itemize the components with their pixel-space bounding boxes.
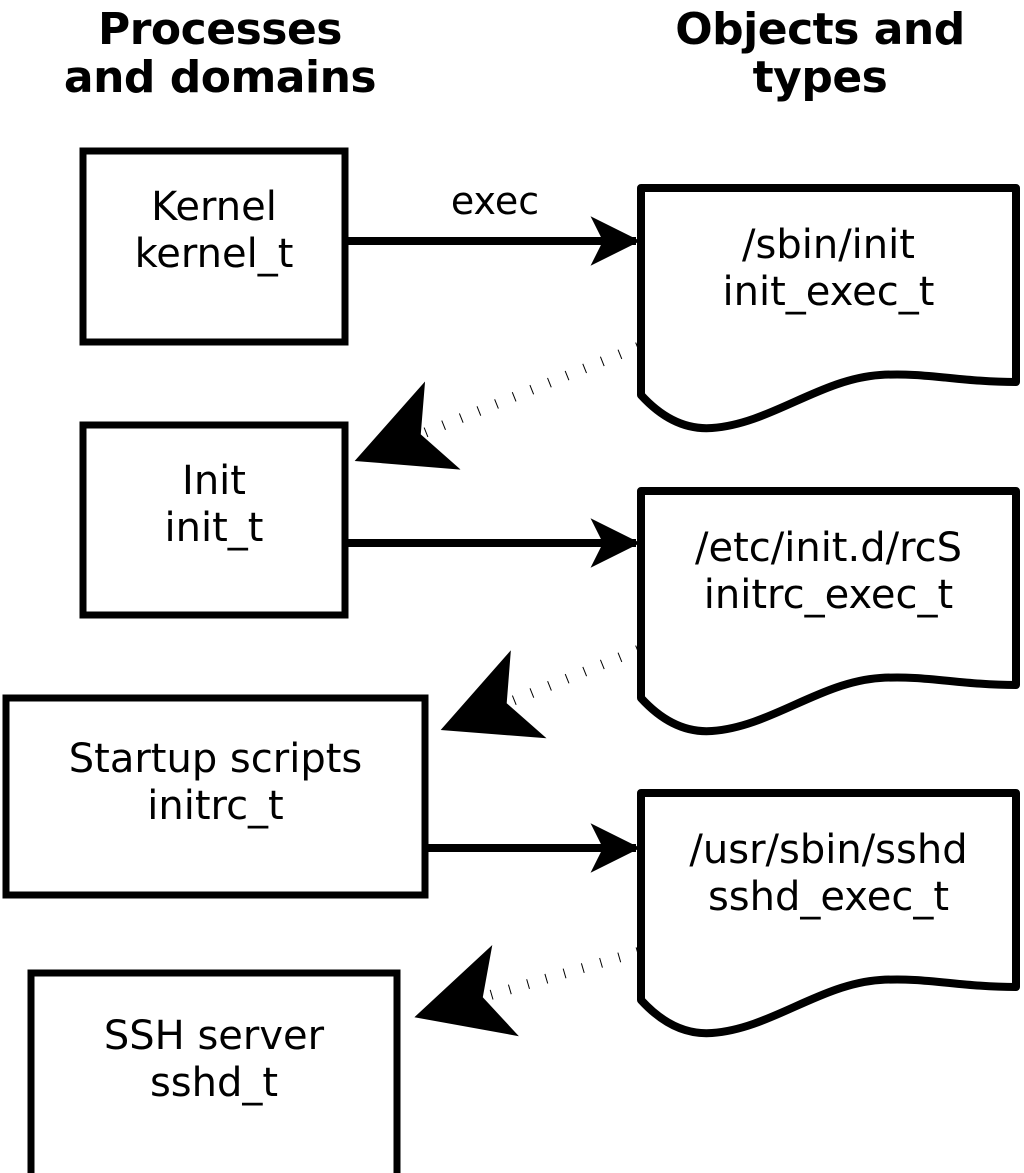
object-doc-initrc-exec[interactable]	[637, 487, 1020, 736]
column-header-objects: Objects and types	[675, 4, 965, 103]
column-header-processes: Processes and domains	[63, 4, 377, 103]
edge-sshd-exec-to-sshd[interactable]	[414, 945, 640, 1037]
process-box-init[interactable]	[79, 421, 349, 619]
object-doc-sshd-exec[interactable]	[637, 789, 1020, 1038]
edge-label-exec: exec	[450, 179, 540, 223]
edge-init-exec-to-init[interactable]	[354, 342, 640, 470]
object-label-sshd-exec: /usr/sbin/sshd sshd_exec_t	[689, 827, 968, 920]
process-box-initrc[interactable]	[2, 694, 429, 899]
object-label-init-exec: /sbin/init init_exec_t	[722, 222, 935, 315]
process-label-init: Init init_t	[164, 458, 264, 551]
object-label-initrc-exec: /etc/init.d/rcS initrc_exec_t	[694, 525, 963, 618]
process-label-kernel: Kernel kernel_t	[134, 184, 294, 277]
object-doc-init-exec[interactable]	[637, 184, 1020, 433]
process-box-sshd[interactable]	[27, 969, 401, 1173]
process-label-sshd: SSH server sshd_t	[103, 1013, 325, 1106]
edge-initrc-exec-to-initrc[interactable]	[440, 645, 640, 739]
process-label-initrc: Startup scripts initrc_t	[68, 736, 363, 829]
process-box-kernel[interactable]	[79, 147, 349, 346]
